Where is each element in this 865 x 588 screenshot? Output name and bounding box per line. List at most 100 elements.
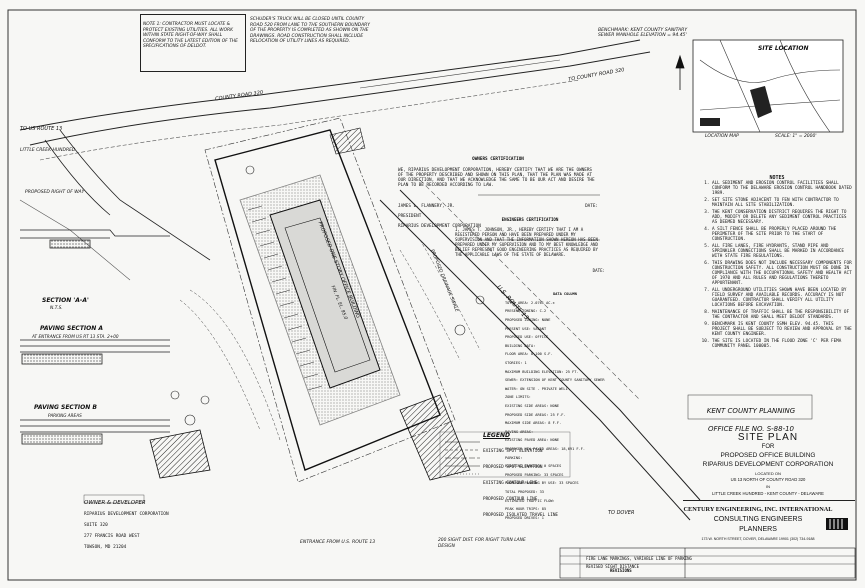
owner-cert-date-label: DATE:	[585, 203, 598, 209]
engineer-cert-heading: ENGINEERS CERTIFICATION	[501, 217, 559, 222]
engineer-cert-body: I, JAMES T. JOHNSON, JR., HEREBY CERTIFY…	[455, 227, 598, 257]
paving-a-heading: PAVING SECTION A	[40, 325, 103, 332]
data-row: ZONE LIMITS:	[505, 395, 531, 400]
note-item: MAINTENANCE OF TRAFFIC SHALL BE THE RESP…	[712, 310, 852, 320]
plan-project: PROPOSED OFFICE BUILDING	[720, 452, 816, 459]
plan-client: RIPARIUS DEVELOPMENT CORPORATION	[702, 461, 834, 468]
left-road-label: TO US ROUTE 13	[20, 126, 63, 132]
owner-cert-heading: OWNERS CERTIFICATION	[472, 157, 524, 163]
owner-cert-body: WE, RIPARIUS DEVELOPMENT CORPORATION, HE…	[398, 167, 595, 189]
plan-located: LOCATED ON	[755, 471, 781, 476]
site-location-title: SITE LOCATION	[758, 45, 809, 52]
data-row: PROPOSED PARKING BY USE: 33 SPACES	[505, 481, 579, 486]
legend-item: EXISTING CONTOUR LINE	[483, 481, 538, 486]
legend: LEGEND EXISTING SPOT ELEVATION PROPOSED …	[483, 424, 573, 528]
data-row: MAXIMUM SIDE AREAS: 8 F.F.	[505, 421, 562, 426]
location-map-scale: SCALE: 1" = 2000'	[775, 134, 817, 139]
data-row: PROPOSED SIDE AREAS: 25 F.F.	[505, 412, 566, 417]
data-column-heading: DATA COLUMN	[553, 292, 577, 297]
revision-row: REVISED SIGHT DISTANCE	[586, 558, 639, 570]
data-row: WATER: ON SITE - PRIVATE WELL	[505, 386, 568, 391]
paving-b-sub: PARKING AREAS	[48, 413, 82, 418]
to-dover-label: TO DOVER	[608, 510, 635, 516]
firm-name: CENTURY ENGINEERING, INC. INTERNATIONAL	[683, 506, 833, 513]
plan-for: FOR	[761, 444, 775, 450]
paving-b-heading: PAVING SECTION B	[34, 404, 97, 411]
firm-block: CENTURY ENGINEERING, INC. INTERNATIONAL …	[683, 500, 855, 547]
data-row: EXISTING PARKING: 0 SPACES	[505, 464, 562, 469]
note-item: BENCHMARK IS KENT COUNTY SSMH ELEV. 94.4…	[712, 322, 852, 337]
data-row: TOTAL PROPOSED: 33	[505, 489, 544, 494]
owner-line: RIPARIUS DEVELOPMENT CORPORATION	[84, 512, 169, 518]
firm-line2: CONSULTING ENGINEERS	[713, 516, 803, 523]
data-row: STORIES: 1	[505, 361, 527, 366]
general-notes: NOTES ALL SEDIMENT AND EROSION CONTROL F…	[702, 176, 852, 351]
data-row: EXISTING SIDE AREAS: NONE	[505, 404, 560, 409]
data-row: SEWER: EXTENSION OF KENT COUNTY SANITARY…	[505, 378, 605, 383]
entrance-note: ENTRANCE FROM U.S. ROUTE 13	[300, 540, 376, 545]
data-row: PROPOSED PARKING: 33 SPACES	[505, 472, 564, 477]
data-row: PAVING AREAS:	[505, 429, 534, 434]
note-item: SET SITE STONE ADJACENT TO FEN WITH CONT…	[712, 198, 852, 208]
construction-note-text: NOTE 1: CONTRACTOR MUST LOCATE & PROTECT…	[143, 22, 238, 50]
road-closure-text: SCHUDER'S TRUCK WILL BE CLOSED UNTIL COU…	[250, 17, 370, 45]
location-map-label: LOCATION MAP	[705, 134, 739, 139]
data-row: TOTAL AREA: 2.0761 AC.±	[505, 300, 555, 305]
owner-cert-name: JAMES L. FLANNERY, JR.	[398, 203, 455, 209]
data-row: PEAK HOUR TRIPS: 85	[505, 507, 547, 512]
construction-note-box: NOTE 1: CONTRACTOR MUST LOCATE & PROTECT…	[140, 14, 246, 72]
section-aa-label: SECTION 'A-A'	[42, 297, 89, 304]
owner-cert-company: RIPARIUS DEVELOPMENT CORPORATION	[398, 224, 481, 230]
legend-item: PROPOSED ISOLATED TRAVEL LINE	[483, 513, 559, 518]
legend-heading: LEGEND	[483, 432, 510, 439]
revision-row: FIRE LANE MARKINGS, VARIABLE LINE OF PAR…	[586, 550, 692, 562]
note-item: A SILT FENCE SHALL BE PROPERLY PLACED AR…	[712, 227, 852, 242]
revisions-label: REVISIONS	[610, 568, 632, 573]
legend-item: PROPOSED CONTOUR LINE	[483, 497, 538, 502]
paving-a-sub: AT ENTRANCE FROM US RT 13 STA. 2+00	[32, 334, 119, 339]
data-row: PARKING:	[505, 455, 523, 460]
revision-row2-text: REVISED SIGHT DISTANCE	[586, 564, 639, 569]
owner-line: TOWSON, MD 21204	[84, 544, 127, 550]
owner-developer-heading: OWNER & DEVELOPER	[84, 500, 146, 507]
benchmark-note: BENCHMARK: KENT COUNTY SANITARY SEWER MA…	[598, 22, 690, 39]
note-item: ALL FIRE LANES, FIRE HYDRANTS, STAND PIP…	[712, 244, 852, 259]
note-item: ALL UNDERGROUND UTILITIES SHOWN HAVE BEE…	[712, 288, 852, 308]
hundred-boundary-label: LITTLE CREEK HUNDRED	[20, 148, 76, 153]
general-notes-heading: NOTES	[769, 175, 785, 181]
note-item: ALL SEDIMENT AND EROSION CONTROL FACILIT…	[712, 181, 852, 196]
data-column: DATA COLUMN TOTAL AREA: 2.0761 AC.± PRES…	[505, 288, 625, 524]
note-item: THE SITE IS LOCATED IN THE FLOOD ZONE 'C…	[712, 339, 852, 349]
sight-distance-note: 200 SIGHT DIST. FOR RIGHT TURN LANE DESI…	[438, 538, 526, 549]
plan-hundred: LITTLE CREEK HUNDRED - KENT COUNTY - DEL…	[712, 491, 824, 496]
data-row: EXISTING PAVED AREA: NONE	[505, 438, 560, 443]
firm-address: 173 W. NORTH STREET, DOVER, DELAWARE 199…	[701, 537, 815, 541]
legend-item: PROPOSED SPOT ELEVATION	[483, 465, 543, 470]
owner-developer: OWNER & DEVELOPER RIPARIUS DEVELOPMENT C…	[84, 496, 174, 555]
data-row: BUILDING DATA:	[505, 343, 536, 348]
plan-location-line: US 13 NORTH OF COUNTY ROAD 320	[730, 477, 806, 482]
owner-certification: OWNERS CERTIFICATION WE, RIPARIUS DEVELO…	[398, 152, 598, 235]
data-row: PROPOSED DRIVES: 1	[505, 515, 544, 520]
planning-stamp-line2: OFFICE FILE NO. S-88-10	[707, 425, 795, 433]
plan-title: SITE PLAN	[737, 432, 799, 443]
note-item: THIS DRAWING DOES NOT INCLUDE NECESSARY …	[712, 261, 852, 286]
planning-stamp-line1: KENT COUNTY PLANNING	[706, 407, 796, 415]
row-label: PROPOSED RIGHT OF WAY	[25, 190, 85, 195]
section-aa-scale: N.T.S.	[50, 306, 63, 311]
note-item: THE KENT CONSERVATION DISTRICT REQUIRES …	[712, 210, 852, 225]
revision-row1-text: FIRE LANE MARKINGS, VARIABLE LINE OF PAR…	[586, 556, 692, 561]
title-block: SITE PLAN FOR PROPOSED OFFICE BUILDING R…	[683, 424, 853, 524]
data-row: PROPOSED USE: OFFICE	[505, 335, 549, 340]
owner-line: 277 FRANCIS ROAD WEST	[84, 533, 140, 539]
data-row: ESTIMATED TRAFFIC FLOW:	[505, 498, 555, 503]
plan-in: IN	[766, 484, 770, 489]
data-row: PRESENT USE: VACANT	[505, 326, 547, 331]
owner-line: SUITE 320	[84, 523, 108, 529]
firm-line3: PLANNERS	[739, 526, 777, 533]
engineer-certification: ENGINEERS CERTIFICATION I, JAMES T. JOHN…	[455, 212, 605, 278]
data-row: PROPOSED NEW PAVED AREAS: 18,691 F.F.	[505, 446, 586, 451]
data-row: MAXIMUM BUILDING ELEVATION: 25 FT.	[505, 369, 579, 374]
